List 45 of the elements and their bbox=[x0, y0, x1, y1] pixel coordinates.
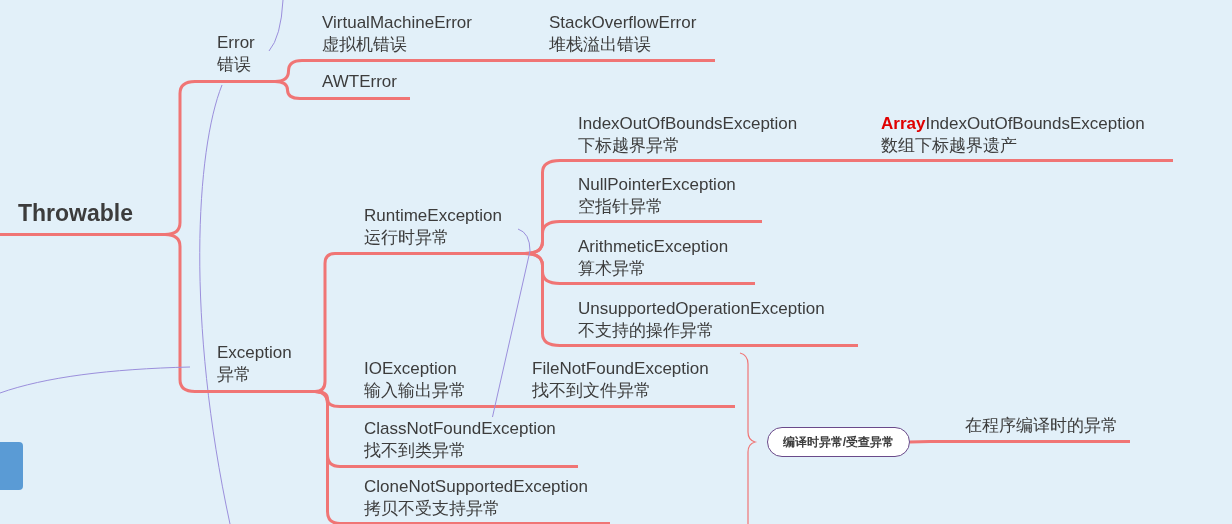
relation-line bbox=[492, 228, 531, 418]
topic-text: 空指针异常 bbox=[578, 196, 664, 218]
topic-text: 编译时异常/受查异常 bbox=[782, 434, 895, 450]
topic-text: 在程序编译时的异常 bbox=[965, 415, 1119, 437]
relation-line bbox=[0, 366, 191, 394]
topic-text: IOException bbox=[364, 358, 458, 380]
branch-line bbox=[520, 59, 540, 62]
branch-line bbox=[855, 159, 872, 162]
root-topic-text: Throwable bbox=[18, 199, 134, 227]
relation-line bbox=[199, 84, 231, 524]
topic-text: 算术异常 bbox=[578, 258, 647, 280]
topic-text: 拷贝不受支持异常 bbox=[364, 498, 501, 520]
topic-text: 输入输出异常 bbox=[364, 380, 467, 402]
topic-text: Exception bbox=[217, 342, 293, 364]
branch-line bbox=[314, 390, 341, 524]
topic-text: 找不到类异常 bbox=[364, 440, 467, 462]
branch-line bbox=[274, 80, 301, 100]
topic-text: VirtualMachineError bbox=[322, 12, 473, 34]
relation-line bbox=[268, 0, 284, 52]
topic-text: 运行时异常 bbox=[364, 227, 450, 249]
branch-line bbox=[909, 440, 931, 444]
topic-text: 错误 bbox=[217, 54, 252, 76]
topic-text: UnsupportedOperationException bbox=[578, 298, 826, 320]
branch-line bbox=[475, 405, 525, 408]
topic-text: ArithmeticException bbox=[578, 236, 730, 258]
topic-text: 数组下标越界遗产 bbox=[881, 135, 1018, 157]
topic-text: 虚拟机错误 bbox=[322, 34, 408, 56]
topic-text: RuntimeException bbox=[364, 205, 503, 227]
pill-box bbox=[767, 427, 910, 457]
topic-text: ClassNotFoundException bbox=[364, 418, 557, 440]
topic-text: 不支持的操作异常 bbox=[578, 320, 715, 342]
underlined-topic bbox=[930, 415, 1130, 443]
topic-text: 异常 bbox=[217, 364, 252, 386]
topic-text: 下标越界异常 bbox=[578, 135, 681, 157]
topic-text: FileNotFoundException bbox=[532, 358, 710, 380]
topic-text: Error bbox=[217, 32, 256, 54]
branch-line bbox=[164, 233, 196, 393]
topic-text: NullPointerException bbox=[578, 174, 737, 196]
topic-text: StackOverflowError bbox=[549, 12, 698, 34]
topic-text: AWTError bbox=[322, 71, 398, 93]
topic-text: ArrayIndexOutOfBoundsException bbox=[881, 113, 1146, 135]
topic-text: IndexOutOfBoundsException bbox=[578, 113, 799, 135]
topic-text: CloneNotSupportedException bbox=[364, 476, 589, 498]
topic-text: 堆栈溢出错误 bbox=[549, 34, 652, 56]
topic-text: 找不到文件异常 bbox=[532, 380, 652, 402]
